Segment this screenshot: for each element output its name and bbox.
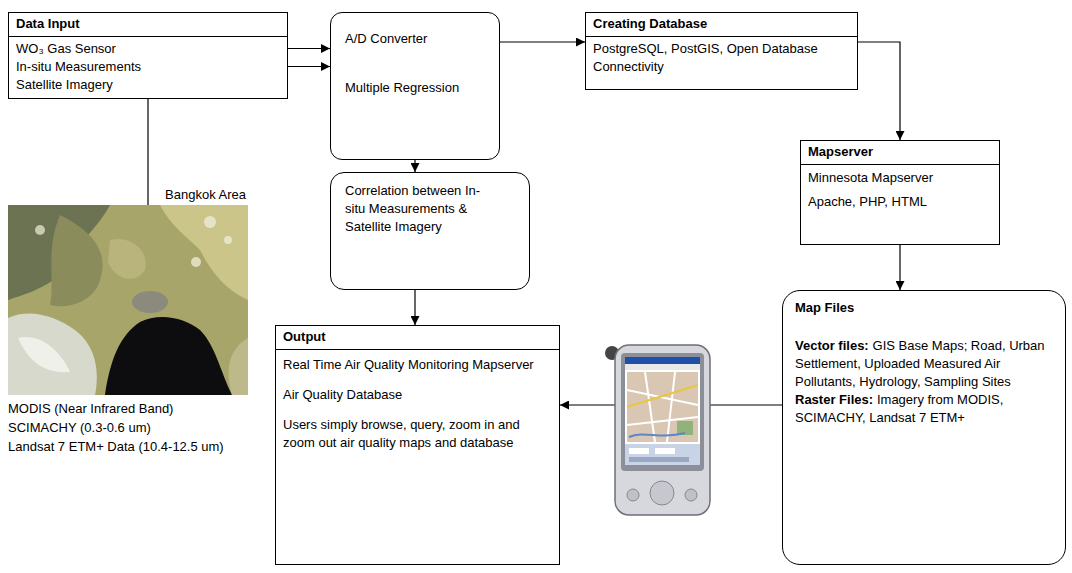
box-text: Air Quality Database	[283, 387, 402, 402]
process-box: A/D ConverterMultiple Regression	[330, 12, 500, 160]
box-heading: Data Input	[16, 16, 80, 31]
input-box: Data InputWO₃ Gas SensorIn-situ Measurem…	[8, 12, 288, 99]
database-box: Creating DatabasePostgreSQL, PostGIS, Op…	[585, 12, 858, 90]
pda-device	[605, 345, 710, 515]
text-row: Minnesota Mapserver	[801, 169, 999, 187]
text-row: Creating Database	[586, 13, 857, 37]
process-box: Correlation between In-situ Measurements…	[330, 172, 530, 290]
text-row: Real Time Air Quality Monitoring Mapserv…	[276, 356, 559, 374]
sensor-label: SCIMACHY (0.3-0.6 um)	[6, 420, 153, 436]
box-text: In-situ Measurements	[16, 59, 141, 74]
sensor-label: Landsat 7 ETM+ Data (10.4-12.5 um)	[6, 439, 226, 455]
box-heading: Output	[283, 329, 326, 344]
box-heading: Map Files	[795, 300, 854, 315]
flow-arrow	[288, 48, 330, 49]
text-row: Output	[276, 326, 559, 350]
box-text: Satellite Imagery	[16, 77, 113, 92]
map-files-box: Map FilesVector files:GIS Base Maps; Roa…	[782, 290, 1066, 565]
text-row: PostgreSQL, PostGIS, Open Database Conne…	[586, 40, 857, 76]
flow-arrow	[414, 160, 415, 172]
flow-arrow	[899, 245, 900, 290]
output-box: OutputReal Time Air Quality Monitoring M…	[275, 325, 560, 565]
text-row: Raster Files:Imagery from MODIS, SCIMACH…	[783, 391, 1065, 427]
flow-arrow	[288, 66, 330, 67]
satellite-image	[8, 205, 248, 395]
text-row: Mapserver	[801, 141, 999, 165]
text-row: Apache, PHP, HTML	[801, 193, 999, 211]
box-text: WO₃ Gas Sensor	[16, 41, 116, 56]
mapserver-box: MapserverMinnesota MapserverApache, PHP,…	[800, 140, 1000, 245]
text-row: WO₃ Gas Sensor	[9, 40, 287, 58]
box-text: Multiple Regression	[345, 80, 459, 95]
box-text: Users simply browse, query, zoom in and …	[283, 417, 520, 450]
text-row: Correlation between In-situ Measurements…	[331, 182, 494, 236]
text-row: Data Input	[9, 13, 287, 37]
text-row: Air Quality Database	[276, 386, 559, 404]
flow-arrow	[414, 290, 415, 325]
box-text: PostgreSQL, PostGIS, Open Database Conne…	[593, 41, 818, 74]
sensor-label: MODIS (Near Infrared Band)	[6, 401, 175, 417]
flow-arrow	[858, 42, 900, 140]
leader-line	[147, 98, 148, 205]
box-text: Real Time Air Quality Monitoring Mapserv…	[283, 357, 534, 372]
box-heading: Vector files:	[795, 338, 869, 353]
box-text: Apache, PHP, HTML	[808, 194, 927, 209]
box-heading: Raster Files:	[795, 392, 873, 407]
text-row: Users simply browse, query, zoom in and …	[276, 416, 559, 452]
flow-arrow	[500, 41, 585, 42]
box-text: A/D Converter	[345, 31, 427, 46]
text-row: Map Files	[783, 299, 1065, 317]
box-heading: Mapserver	[808, 144, 873, 159]
text-row: Vector files:GIS Base Maps; Road, Urban …	[783, 337, 1065, 391]
text-row: Satellite Imagery	[9, 76, 287, 94]
box-text: Minnesota Mapserver	[808, 170, 933, 185]
text-row: In-situ Measurements	[9, 58, 287, 76]
area-label: Bangkok Area	[163, 187, 248, 203]
box-text: Correlation between In-situ Measurements…	[345, 183, 480, 234]
box-heading: Creating Database	[593, 16, 707, 31]
text-row: A/D Converter	[331, 30, 499, 48]
text-row: Multiple Regression	[331, 79, 499, 97]
